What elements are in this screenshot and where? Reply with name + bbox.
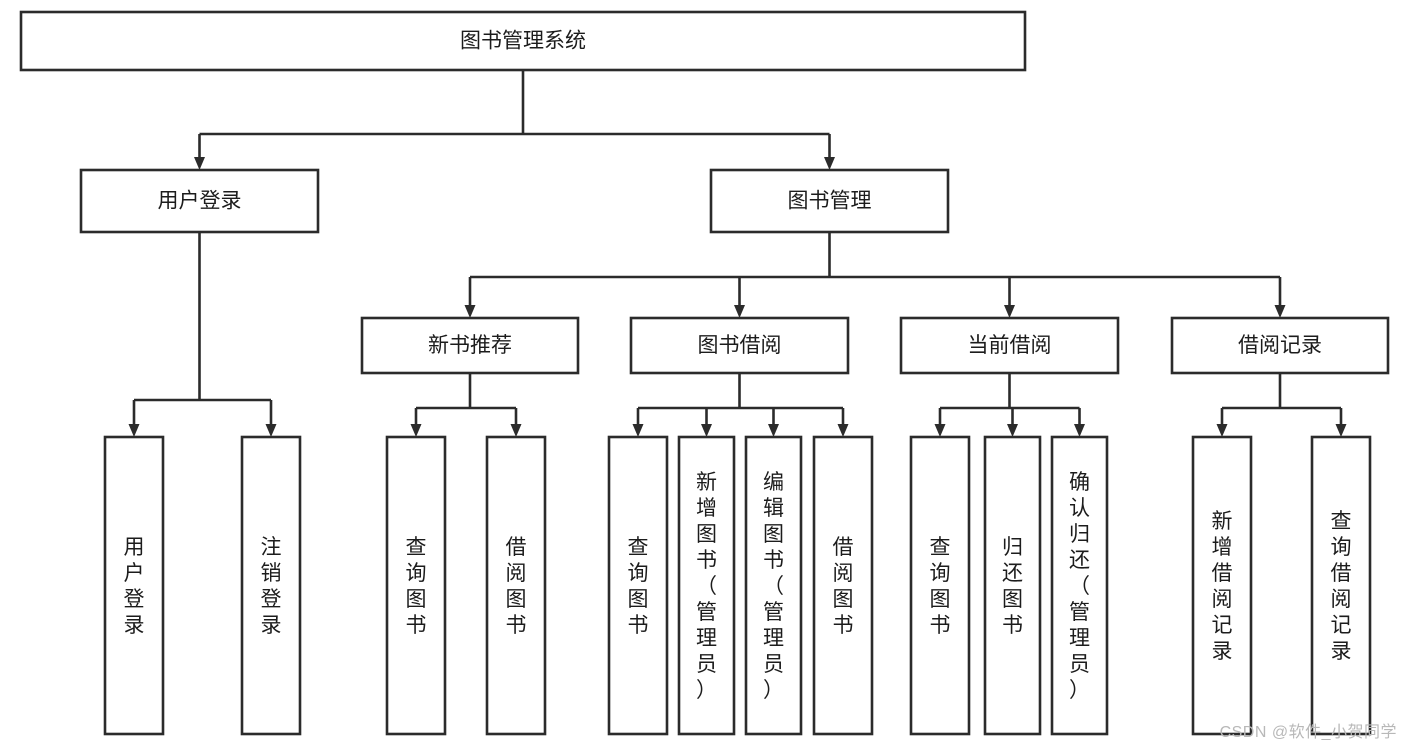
node-box-leaf-edit-book-admin <box>744 435 803 736</box>
arrow-icon-borrow-records-to-leaf-query-borrow-record <box>1335 424 1347 437</box>
node-box-leaf-borrow-book <box>812 435 874 736</box>
arrow-icon-user-login-to-leaf-user-logout <box>265 424 277 437</box>
node-box-leaf-query-book-recommend <box>385 435 447 736</box>
node-label-user-login: 用户登录 <box>158 190 242 213</box>
connector-layer <box>128 70 1347 437</box>
node-label-leaf-confirm-return-admin: 确认归还（管理员） <box>1069 471 1090 702</box>
arrow-icon-borrow-records-to-leaf-add-borrow-record <box>1216 424 1228 437</box>
arrow-icon-new-book-recommend-to-leaf-borrow-book-recommend <box>510 424 522 437</box>
node-label-leaf-add-borrow-record: 新增借阅记录 <box>1212 510 1233 663</box>
node-box-leaf-borrow-book-recommend <box>485 435 547 736</box>
arrow-icon-book-borrow-to-leaf-query-book-borrow <box>632 424 644 437</box>
node-label-leaf-return-book: 归还图书 <box>1002 536 1023 637</box>
node-box-book-borrow <box>629 316 850 375</box>
node-label-book-borrow: 图书借阅 <box>698 334 782 357</box>
node-label-leaf-edit-book-admin: 编辑图书（管理员） <box>763 471 784 702</box>
node-leaf-user-logout[interactable]: 注销登录 <box>240 435 302 736</box>
node-label-leaf-borrow-book: 借阅图书 <box>833 536 854 637</box>
node-box-leaf-query-borrow-record <box>1310 435 1372 736</box>
node-layer: 图书管理系统用户登录图书管理新书推荐图书借阅当前借阅借阅记录用户登录注销登录查询… <box>19 10 1390 736</box>
node-box-root <box>19 10 1027 72</box>
node-leaf-query-borrow-record[interactable]: 查询借阅记录 <box>1310 435 1372 736</box>
node-borrow-records[interactable]: 借阅记录 <box>1170 316 1390 375</box>
node-box-leaf-user-login <box>103 435 165 736</box>
node-leaf-add-book-admin[interactable]: 新增图书（管理员） <box>677 435 736 736</box>
arrow-icon-user-login-to-leaf-user-login <box>128 424 140 437</box>
node-label-leaf-query-book-current: 查询图书 <box>930 536 951 637</box>
node-leaf-user-login[interactable]: 用户登录 <box>103 435 165 736</box>
node-user-login[interactable]: 用户登录 <box>79 168 320 234</box>
node-leaf-borrow-book[interactable]: 借阅图书 <box>812 435 874 736</box>
node-new-book-recommend[interactable]: 新书推荐 <box>360 316 580 375</box>
node-label-leaf-query-borrow-record: 查询借阅记录 <box>1331 510 1352 663</box>
arrow-icon-book-manage-to-new-book-recommend <box>464 305 476 318</box>
node-box-leaf-add-borrow-record <box>1191 435 1253 736</box>
node-leaf-borrow-book-recommend[interactable]: 借阅图书 <box>485 435 547 736</box>
node-leaf-query-book-recommend[interactable]: 查询图书 <box>385 435 447 736</box>
arrow-icon-current-borrow-to-leaf-confirm-return-admin <box>1074 424 1085 437</box>
node-leaf-return-book[interactable]: 归还图书 <box>983 435 1042 736</box>
node-label-leaf-user-login: 用户登录 <box>124 536 145 637</box>
node-leaf-edit-book-admin[interactable]: 编辑图书（管理员） <box>744 435 803 736</box>
arrow-icon-book-manage-to-book-borrow <box>734 305 745 318</box>
arrow-icon-book-borrow-to-leaf-add-book-admin <box>701 424 712 437</box>
node-label-current-borrow: 当前借阅 <box>968 334 1052 357</box>
arrow-icon-book-borrow-to-leaf-edit-book-admin <box>768 424 779 437</box>
node-label-leaf-query-book-borrow: 查询图书 <box>628 536 649 637</box>
node-box-new-book-recommend <box>360 316 580 375</box>
node-label-leaf-borrow-book-recommend: 借阅图书 <box>506 536 527 637</box>
node-current-borrow[interactable]: 当前借阅 <box>899 316 1120 375</box>
arrow-icon-root-to-user-login <box>194 157 205 170</box>
node-root[interactable]: 图书管理系统 <box>19 10 1027 72</box>
node-leaf-query-book-borrow[interactable]: 查询图书 <box>607 435 669 736</box>
arrow-icon-book-manage-to-current-borrow <box>1004 305 1015 318</box>
node-leaf-query-book-current[interactable]: 查询图书 <box>909 435 971 736</box>
arrow-icon-root-to-book-manage <box>824 157 835 170</box>
arrow-icon-current-borrow-to-leaf-query-book-current <box>934 424 946 437</box>
node-book-borrow[interactable]: 图书借阅 <box>629 316 850 375</box>
node-label-new-book-recommend: 新书推荐 <box>428 334 512 357</box>
node-label-leaf-add-book-admin: 新增图书（管理员） <box>696 471 717 702</box>
node-box-borrow-records <box>1170 316 1390 375</box>
node-leaf-add-borrow-record[interactable]: 新增借阅记录 <box>1191 435 1253 736</box>
node-label-borrow-records: 借阅记录 <box>1238 334 1322 357</box>
node-book-manage[interactable]: 图书管理 <box>709 168 950 234</box>
node-box-book-manage <box>709 168 950 234</box>
node-box-user-login <box>79 168 320 234</box>
node-label-root: 图书管理系统 <box>460 30 586 53</box>
arrow-icon-book-manage-to-borrow-records <box>1274 305 1286 318</box>
node-box-leaf-confirm-return-admin <box>1050 435 1109 736</box>
node-label-leaf-user-logout: 注销登录 <box>261 536 282 637</box>
node-box-leaf-query-book-current <box>909 435 971 736</box>
node-leaf-confirm-return-admin[interactable]: 确认归还（管理员） <box>1050 435 1109 736</box>
node-label-leaf-query-book-recommend: 查询图书 <box>406 536 427 637</box>
node-box-current-borrow <box>899 316 1120 375</box>
node-label-book-manage: 图书管理 <box>788 190 872 213</box>
arrow-icon-book-borrow-to-leaf-borrow-book <box>837 424 849 437</box>
arrow-icon-new-book-recommend-to-leaf-query-book-recommend <box>410 424 422 437</box>
node-box-leaf-add-book-admin <box>677 435 736 736</box>
arrow-icon-current-borrow-to-leaf-return-book <box>1007 424 1018 437</box>
node-box-leaf-return-book <box>983 435 1042 736</box>
node-box-leaf-query-book-borrow <box>607 435 669 736</box>
node-box-leaf-user-logout <box>240 435 302 736</box>
